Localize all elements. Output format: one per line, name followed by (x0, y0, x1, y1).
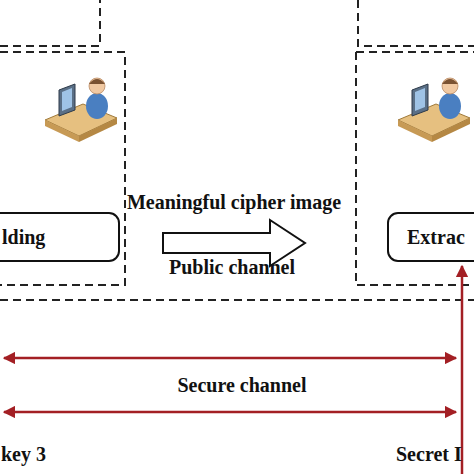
arrow-label: Meaningful cipher image (74, 191, 394, 214)
process-box: lding (0, 212, 120, 262)
box-label: lding (2, 226, 45, 249)
channel-label: Secret I (396, 443, 474, 466)
user-icon (398, 78, 470, 142)
box-label: Extrac (407, 226, 465, 249)
secure-channel-arrow (4, 266, 462, 474)
process-box: Extrac (387, 212, 474, 262)
user-icon (45, 78, 117, 142)
channel-label: Secure channel (92, 374, 392, 397)
channel-label: key 3 (1, 443, 121, 466)
channel-label: Public channel (82, 256, 382, 279)
